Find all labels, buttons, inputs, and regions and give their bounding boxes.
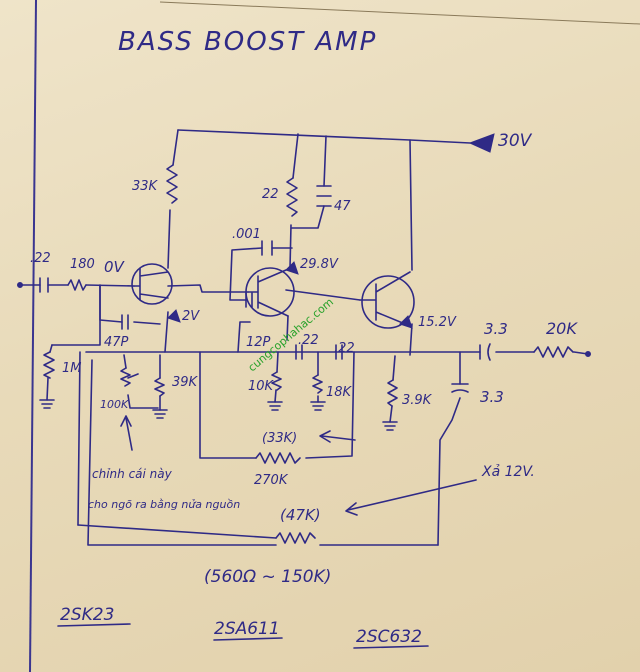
resistor-33k — [166, 164, 178, 204]
part-underlines — [57, 623, 429, 649]
label-part-fet: 2SK23 — [60, 605, 114, 625]
cap-001 — [261, 240, 273, 256]
cap-out — [479, 343, 491, 361]
labels: 30V .22 180 0V 1M 33K 22 47 .001 29.8V 2… — [30, 131, 578, 647]
label-node-out: 15.2V — [418, 315, 457, 330]
label-r-47k: (47K) — [280, 506, 321, 524]
title: BASS BOOST AMP — [118, 27, 377, 57]
label-node-gate: 0V — [104, 258, 126, 276]
label-note-adjust-1: chỉnh cái này — [92, 467, 173, 481]
label-r-1m: 1M — [62, 361, 82, 376]
pnp-q2 — [245, 267, 295, 317]
resistor-3-9k — [387, 379, 398, 407]
resistor-270k — [255, 452, 301, 464]
capacitors — [39, 185, 491, 393]
label-r-270k: 270K — [254, 473, 289, 488]
label-r-33k-paren: (33K) — [262, 431, 297, 446]
resistor-10k — [271, 371, 282, 391]
cap-022a — [295, 344, 303, 360]
cap-input — [39, 277, 49, 293]
label-c-022a: .22 — [298, 333, 319, 348]
resistors — [43, 164, 574, 544]
pot-100k — [120, 367, 139, 387]
label-c-47: 47 — [334, 199, 351, 214]
npn-q3 — [359, 271, 415, 329]
label-supply: 30V — [498, 131, 533, 151]
label-c-47p: 47P — [104, 335, 129, 350]
cap-022b — [335, 344, 343, 360]
label-c-out: 3.3 — [484, 320, 508, 338]
label-r-10k: 10K — [248, 379, 275, 394]
label-r-33k: 33K — [132, 179, 159, 194]
cap-47 — [316, 185, 332, 207]
label-c-022b: .22 — [334, 341, 355, 356]
wires — [19, 129, 589, 546]
label-r-out: 20K — [546, 319, 578, 338]
margin-line — [29, 0, 37, 672]
label-part-pnp: 2SA611 — [214, 619, 280, 639]
label-node-q2: 29.8V — [300, 257, 339, 272]
label-c-12p: 12P — [246, 335, 271, 350]
label-part-npn: 2SC632 — [356, 627, 422, 647]
markers — [17, 133, 591, 516]
label-r-in: 180 — [70, 257, 95, 272]
fet-q1 — [131, 263, 173, 305]
resistor-180 — [67, 279, 87, 291]
resistor-18k — [312, 374, 323, 394]
label-r-39k: 39K — [172, 375, 199, 390]
label-c-3-3: 3.3 — [480, 388, 504, 406]
resistor-20k — [533, 346, 574, 358]
resistor-1m — [43, 351, 55, 379]
label-c-001: .001 — [232, 227, 261, 242]
grounds — [39, 399, 398, 431]
cap-47p — [121, 314, 129, 330]
label-c-in: .22 — [30, 251, 51, 266]
cap-3-3 — [451, 383, 469, 393]
label-pot-100k: 100K — [100, 398, 129, 411]
label-r-3-9k: 3.9K — [402, 393, 433, 408]
resistor-47k — [275, 532, 316, 544]
resistor-39k — [154, 377, 165, 397]
label-note-adjust-2: cho ngõ ra bằng nửa nguồn — [88, 498, 240, 511]
label-r-18k: 18K — [326, 385, 353, 400]
label-r-22: 22 — [262, 187, 279, 202]
resistor-22 — [286, 177, 298, 217]
label-node-q1: 2V — [182, 309, 200, 324]
label-note-xa: Xả 12V. — [481, 464, 535, 480]
page-top-edge — [159, 1, 640, 25]
label-range-note: (560Ω ~ 150K) — [204, 567, 331, 587]
